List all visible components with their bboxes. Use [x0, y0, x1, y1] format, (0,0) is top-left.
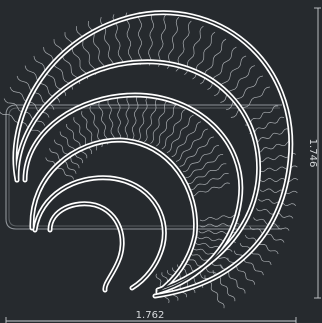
hatch-line: [166, 16, 180, 69]
hatch-line: [59, 131, 84, 164]
hatch-line: [138, 11, 142, 66]
hatch-line: [125, 12, 133, 66]
spiral-outline: [12, 10, 294, 299]
hatch-line: [53, 39, 81, 85]
hatch-line: [161, 109, 186, 150]
hatch-line: [239, 242, 272, 266]
hatch-line: [87, 20, 105, 72]
hatch-line: [150, 100, 168, 144]
hatch-line: [54, 139, 80, 169]
hatch-line: [98, 101, 109, 145]
hatch-line: [148, 12, 154, 66]
width-dimension-label: 1.762: [136, 310, 165, 321]
hatch-line: [171, 121, 202, 158]
hatch-line: [259, 178, 299, 182]
hatch-line: [230, 86, 270, 118]
hatch-line: [117, 96, 122, 142]
hatch-line: [214, 55, 247, 97]
hatch-line: [66, 124, 88, 159]
hatch-line: [244, 234, 279, 255]
hatch-line: [166, 114, 194, 154]
hatch-line: [131, 94, 139, 141]
hatch-line: [249, 116, 285, 135]
hatch-line: [187, 163, 227, 184]
hatch-line: [144, 97, 159, 143]
hatch-line: [258, 198, 297, 206]
hatch-line: [192, 247, 229, 261]
hatch-line: [227, 257, 256, 285]
hatch-line: [220, 65, 256, 103]
height-dimension-label: 1.746: [307, 139, 318, 168]
spiral-arc-inner: [47, 201, 125, 293]
spiral-arc-outer: [12, 10, 294, 299]
hatch-line: [189, 182, 230, 197]
hatch-line: [76, 26, 97, 75]
hatch-line: [175, 128, 208, 162]
spiral-outline-inner: [14, 12, 292, 297]
stair-hatching: [0, 11, 299, 309]
hatch-line: [45, 157, 74, 180]
hatch-line: [225, 75, 263, 111]
hatch-line: [124, 95, 130, 141]
hatch-line: [43, 47, 73, 90]
hatch-line: [189, 172, 229, 191]
hatch-line: [256, 140, 294, 153]
hatch-line: [189, 252, 224, 269]
hatch-line: [182, 145, 219, 173]
hatch-line: [64, 32, 88, 80]
dimension-lines: [5, 7, 321, 323]
hatch-line: [156, 104, 177, 147]
hatch-line: [175, 20, 192, 72]
hatch-line: [233, 250, 264, 276]
hatch-line: [107, 98, 115, 143]
hatch-line: [179, 136, 214, 167]
hatch-line: [199, 213, 241, 222]
hatch-line: [253, 128, 290, 144]
hatch-line: [259, 188, 298, 194]
hatch-line: [138, 95, 149, 141]
hatch-line: [185, 154, 224, 178]
hatch-line: [157, 14, 167, 67]
